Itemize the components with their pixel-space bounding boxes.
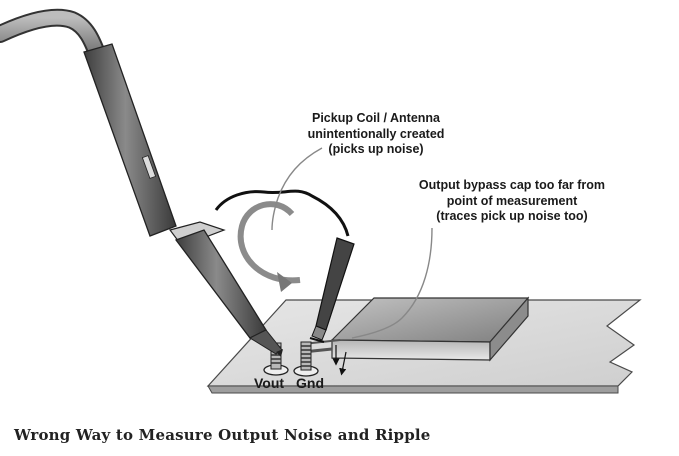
distance-marker bbox=[332, 345, 347, 376]
gnd-pin bbox=[293, 341, 319, 377]
circular-arrow-icon bbox=[237, 201, 301, 284]
loop-arrow-head bbox=[277, 272, 292, 292]
cap-label-line-3: (traces pick up noise too) bbox=[436, 209, 587, 223]
oscilloscope-probe-icon bbox=[83, 43, 283, 357]
cap-label-line-2: point of measurement bbox=[447, 194, 578, 208]
ground-lead bbox=[214, 189, 350, 237]
coil-leader-line bbox=[271, 147, 323, 231]
cap-label-line-1: Output bypass cap too far from bbox=[419, 178, 605, 192]
gnd-label: Gnd bbox=[296, 375, 324, 391]
coil-label-line-2: unintentionally created bbox=[308, 127, 445, 141]
coil-label-line-1: Pickup Coil / Antenna bbox=[312, 111, 441, 125]
bypass-capacitor bbox=[330, 296, 530, 362]
cap-leader-line bbox=[351, 227, 433, 339]
vout-label: Vout bbox=[254, 375, 284, 391]
ground-clip-icon bbox=[309, 237, 355, 343]
figure-caption: Wrong Way to Measure Output Noise and Ri… bbox=[14, 426, 431, 444]
coil-label-line-3: (picks up noise) bbox=[328, 142, 423, 156]
probe-cable bbox=[0, 8, 107, 65]
